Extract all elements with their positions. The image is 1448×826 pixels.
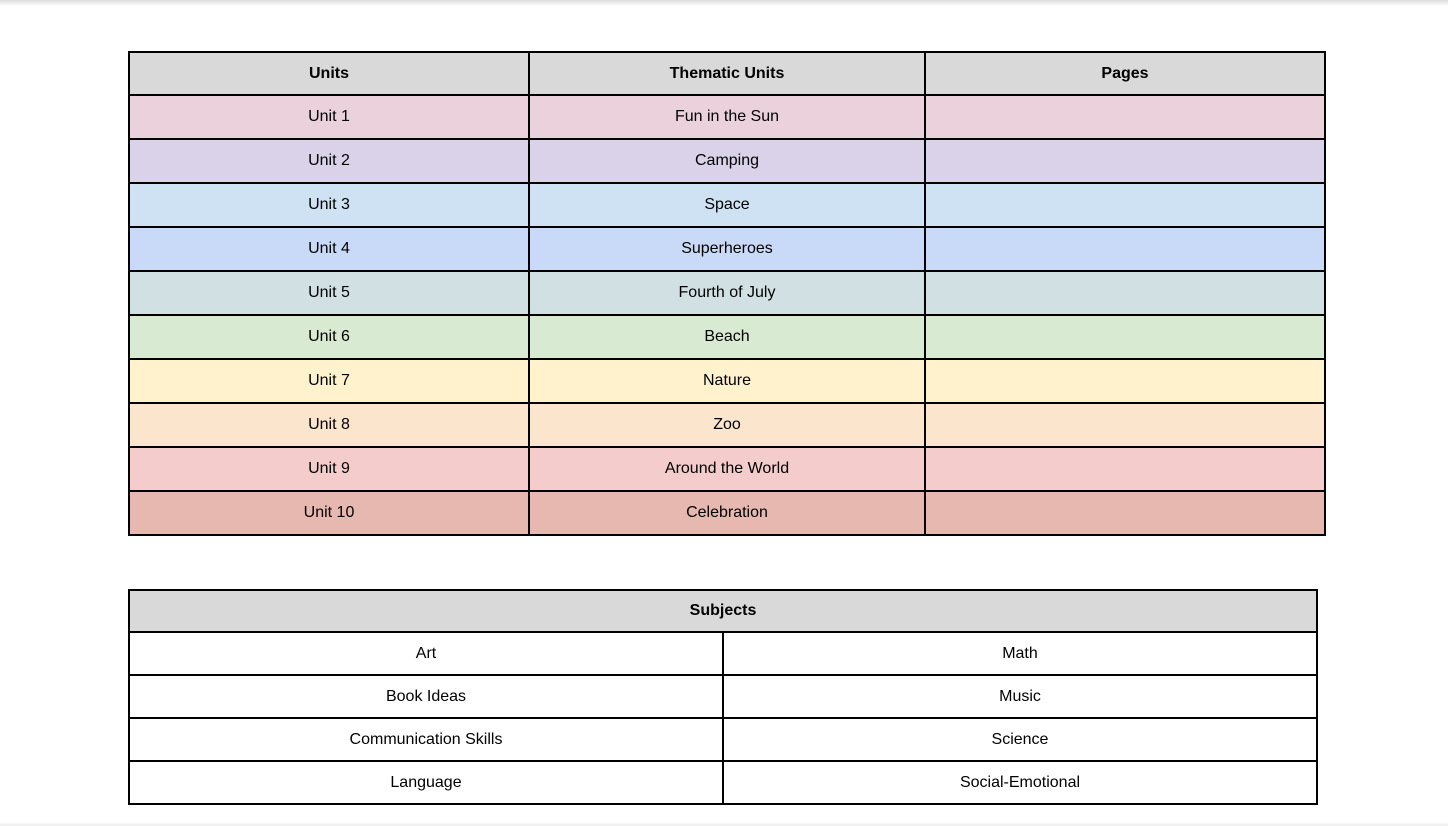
pages-cell [924, 270, 1326, 316]
theme-cell: Beach [528, 314, 926, 360]
theme-cell: Celebration [528, 490, 926, 536]
subject-cell: Language [128, 760, 724, 805]
table-row-unit-6: Unit 6 Beach [128, 314, 1326, 360]
theme-cell: Around the World [528, 446, 926, 492]
table-row-unit-9: Unit 9 Around the World [128, 446, 1326, 492]
unit-cell: Unit 6 [128, 314, 530, 360]
subjects-table: Subjects Art Math Book Ideas Music Commu… [128, 589, 1318, 805]
units-table-header-row: Units Thematic Units Pages [128, 51, 1326, 96]
thematic-units-header: Thematic Units [528, 51, 926, 96]
subject-cell: Music [722, 674, 1318, 719]
table-row-unit-7: Unit 7 Nature [128, 358, 1326, 404]
theme-cell: Camping [528, 138, 926, 184]
unit-cell: Unit 7 [128, 358, 530, 404]
subjects-header: Subjects [128, 589, 1318, 633]
units-header: Units [128, 51, 530, 96]
subject-cell: Book Ideas [128, 674, 724, 719]
top-edge-shadow [0, 0, 1448, 6]
pages-cell [924, 490, 1326, 536]
subjects-row-4: Language Social-Emotional [128, 760, 1318, 805]
pages-cell [924, 358, 1326, 404]
pages-cell [924, 314, 1326, 360]
pages-header: Pages [924, 51, 1326, 96]
theme-cell: Superheroes [528, 226, 926, 272]
subjects-row-2: Book Ideas Music [128, 674, 1318, 719]
pages-cell [924, 226, 1326, 272]
subject-cell: Math [722, 631, 1318, 676]
table-row-unit-4: Unit 4 Superheroes [128, 226, 1326, 272]
theme-cell: Fun in the Sun [528, 94, 926, 140]
unit-cell: Unit 9 [128, 446, 530, 492]
unit-cell: Unit 2 [128, 138, 530, 184]
pages-cell [924, 402, 1326, 448]
theme-cell: Nature [528, 358, 926, 404]
units-table: Units Thematic Units Pages Unit 1 Fun in… [128, 51, 1326, 536]
unit-cell: Unit 4 [128, 226, 530, 272]
subjects-row-1: Art Math [128, 631, 1318, 676]
theme-cell: Space [528, 182, 926, 228]
table-row-unit-8: Unit 8 Zoo [128, 402, 1326, 448]
table-row-unit-1: Unit 1 Fun in the Sun [128, 94, 1326, 140]
subject-cell: Science [722, 717, 1318, 762]
unit-cell: Unit 10 [128, 490, 530, 536]
subjects-row-3: Communication Skills Science [128, 717, 1318, 762]
table-row-unit-10: Unit 10 Celebration [128, 490, 1326, 536]
table-row-unit-5: Unit 5 Fourth of July [128, 270, 1326, 316]
subjects-table-header-row: Subjects [128, 589, 1318, 633]
bottom-edge-shadow [0, 822, 1448, 826]
subject-cell: Social-Emotional [722, 760, 1318, 805]
unit-cell: Unit 5 [128, 270, 530, 316]
theme-cell: Zoo [528, 402, 926, 448]
subject-cell: Art [128, 631, 724, 676]
pages-cell [924, 446, 1326, 492]
unit-cell: Unit 8 [128, 402, 530, 448]
table-row-unit-2: Unit 2 Camping [128, 138, 1326, 184]
pages-cell [924, 182, 1326, 228]
subject-cell: Communication Skills [128, 717, 724, 762]
pages-cell [924, 138, 1326, 184]
pages-cell [924, 94, 1326, 140]
unit-cell: Unit 1 [128, 94, 530, 140]
table-row-unit-3: Unit 3 Space [128, 182, 1326, 228]
unit-cell: Unit 3 [128, 182, 530, 228]
theme-cell: Fourth of July [528, 270, 926, 316]
